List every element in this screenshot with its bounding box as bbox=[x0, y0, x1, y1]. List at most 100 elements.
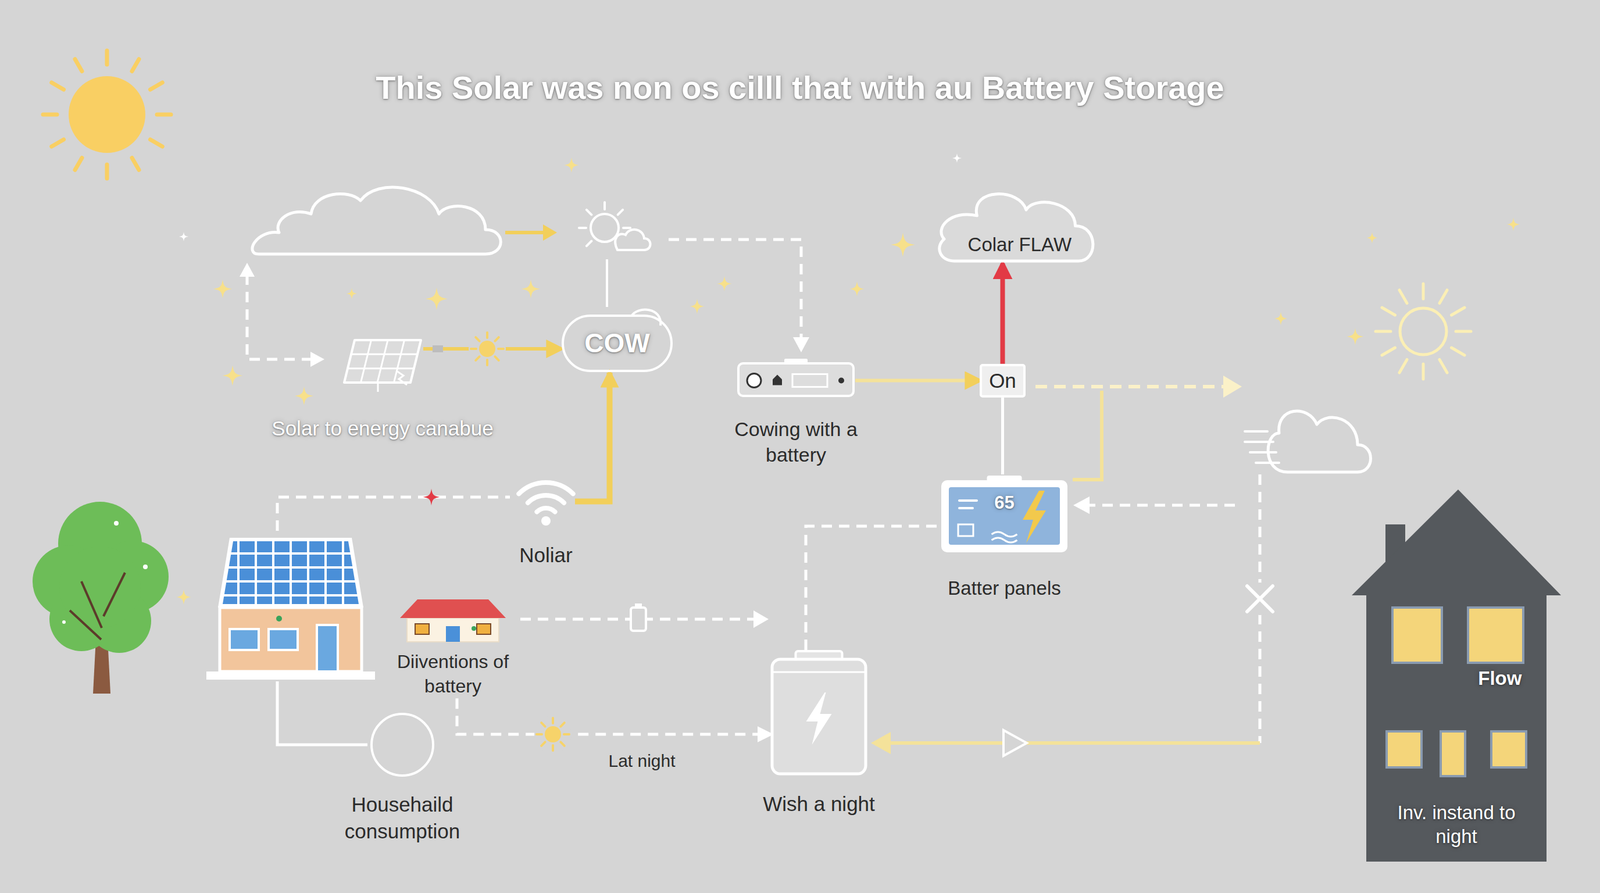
sun-big bbox=[43, 112, 57, 117]
battery-device-icon: Cowing with a battery bbox=[733, 357, 859, 468]
battery-icon-outline bbox=[770, 650, 868, 776]
battery-device-icon-graphic bbox=[738, 363, 854, 396]
sun-big bbox=[68, 76, 146, 153]
cow-bubble-outline: COW bbox=[561, 313, 674, 373]
night-supply-line bbox=[1003, 730, 1027, 756]
on-to-right-arrow bbox=[1223, 375, 1242, 398]
node-label: Colar FLAW bbox=[968, 232, 1072, 257]
small-sun bbox=[544, 726, 562, 743]
battery-panel-icon-graphic bbox=[942, 481, 1067, 552]
small-sun bbox=[551, 718, 555, 724]
sparkle-stars bbox=[1347, 328, 1364, 346]
sun-right bbox=[1400, 308, 1447, 355]
battery-icon-graphic bbox=[772, 659, 866, 774]
small-house-arrow bbox=[634, 603, 642, 608]
solar-panel-icon-graphic bbox=[377, 340, 388, 383]
small-house-icon-outline bbox=[397, 597, 509, 644]
sun-right bbox=[1439, 290, 1448, 304]
dark-house-graphic bbox=[1351, 489, 1562, 862]
battery-panel-icon: 65Batter panels bbox=[929, 474, 1081, 602]
small-sun bbox=[498, 347, 504, 350]
sparkle-stars bbox=[1366, 231, 1378, 244]
sparkle-stars bbox=[213, 279, 232, 299]
solar-panel-icon-graphic bbox=[351, 353, 418, 356]
flaw-cloud-outline: Colar FLAW bbox=[931, 185, 1101, 264]
node-label: On bbox=[988, 368, 1017, 394]
sun-big bbox=[51, 139, 64, 147]
on-to-right-arrow bbox=[1035, 384, 1225, 389]
solar-panel-icon-graphic bbox=[361, 340, 372, 383]
small-sun bbox=[486, 332, 489, 338]
house-with-solar-roof bbox=[316, 625, 338, 672]
night-supply-line bbox=[870, 474, 1277, 756]
sparkle-stars bbox=[179, 231, 189, 242]
small-sun bbox=[560, 741, 564, 746]
battery-panel-icon-graphic bbox=[940, 474, 1069, 553]
sun-right bbox=[1451, 307, 1465, 316]
node-label: Inv. instand to night bbox=[1383, 800, 1530, 849]
dashed-loop-cloud-panel bbox=[310, 351, 325, 367]
sun-cloud-icon bbox=[603, 202, 606, 210]
small-sun bbox=[560, 722, 564, 727]
dark-house-graphic bbox=[1468, 607, 1524, 663]
tree bbox=[113, 520, 119, 526]
dashed-loop-cloud-panel bbox=[247, 274, 312, 360]
sparkle-stars bbox=[176, 153, 1520, 605]
node-label: Flow bbox=[1477, 666, 1522, 691]
node-label: Househaild consumption bbox=[332, 791, 473, 845]
wifi-icon-outline bbox=[516, 473, 575, 530]
wifi-icon-graphic bbox=[536, 508, 555, 512]
small-sun bbox=[494, 337, 499, 341]
house-with-solar-roof bbox=[222, 541, 359, 605]
sun-big bbox=[131, 59, 139, 72]
node-label: COW bbox=[584, 326, 650, 361]
house-with-solar-roof bbox=[229, 629, 259, 650]
sun-right bbox=[1375, 283, 1471, 380]
wind-cloud bbox=[1244, 431, 1280, 463]
dark-house-graphic bbox=[1386, 731, 1422, 768]
sun-cloud-icon bbox=[615, 229, 650, 250]
dashed-flow-to-device bbox=[793, 337, 810, 353]
battery-panel-icon-outline: 65 bbox=[940, 474, 1069, 553]
dark-house-graphic bbox=[1440, 731, 1466, 777]
small-sun bbox=[479, 340, 496, 357]
tree bbox=[69, 572, 125, 640]
dark-house-outline: FlowInv. instand to night bbox=[1351, 489, 1562, 862]
night-supply-line bbox=[870, 731, 891, 755]
house-with-solar-roof bbox=[206, 671, 375, 680]
battery-device-icon-graphic bbox=[747, 373, 762, 388]
solar-panel-icon-graphic bbox=[344, 340, 421, 383]
dark-house-graphic bbox=[1392, 607, 1442, 663]
small-house-arrow bbox=[630, 607, 646, 631]
wifi-icon: Noliar bbox=[499, 473, 593, 569]
connector bbox=[575, 372, 610, 502]
sun-right bbox=[1422, 363, 1425, 380]
battery-device-icon-outline bbox=[736, 357, 856, 398]
small-sun bbox=[534, 715, 572, 753]
small-sun bbox=[536, 718, 570, 751]
wifi-icon-graphic bbox=[527, 495, 564, 503]
dashed-loop-cloud-panel bbox=[239, 262, 325, 367]
small-sun bbox=[551, 745, 555, 751]
small-house-icon-graphic bbox=[400, 599, 506, 619]
sun-right bbox=[1381, 307, 1396, 316]
battery-device-icon-graphic bbox=[784, 358, 808, 364]
on-switch-box-graphic bbox=[980, 365, 1025, 397]
sun-right bbox=[1422, 283, 1425, 299]
sparkle-stars bbox=[345, 287, 357, 299]
small-house-icon: Diiventions of battery bbox=[394, 597, 512, 699]
small-sun bbox=[563, 733, 570, 736]
dashed-loop-cloud-panel bbox=[239, 262, 255, 277]
house-with-solar-roof bbox=[276, 615, 282, 622]
house-to-network-line bbox=[277, 488, 510, 531]
small-sun bbox=[468, 330, 506, 368]
small-house-arrow bbox=[753, 610, 769, 628]
connector bbox=[456, 698, 771, 735]
sun-big bbox=[150, 82, 163, 90]
sun-big bbox=[131, 157, 139, 170]
sun-big bbox=[105, 164, 110, 179]
cloud-to-sun-arrow bbox=[543, 224, 557, 241]
solar-panel-icon-outline bbox=[341, 336, 424, 394]
battery-device-icon-graphic bbox=[772, 375, 782, 386]
night-supply-line bbox=[889, 741, 1260, 745]
